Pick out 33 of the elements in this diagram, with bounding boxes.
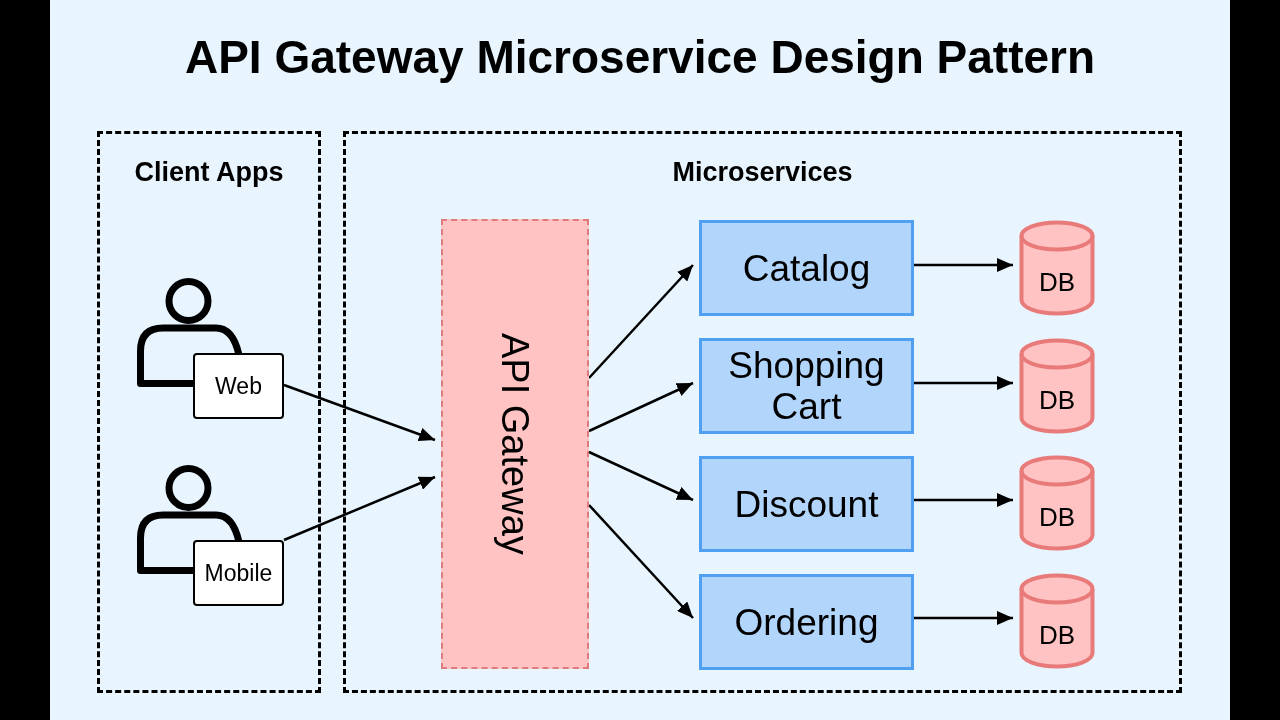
- dashed-group-frame: [97, 131, 321, 693]
- database-label: DB: [1038, 620, 1076, 650]
- database-label: DB: [1038, 267, 1076, 297]
- service-box: [699, 220, 914, 316]
- service-label: Discount: [734, 483, 879, 525]
- arrow: [283, 383, 436, 442]
- dashed-group-frame: [343, 131, 1182, 693]
- service-label: Catalog: [742, 247, 871, 289]
- arrow: [283, 475, 436, 542]
- arrow: [588, 381, 694, 433]
- arrow: [588, 450, 694, 502]
- database-label: DB: [1038, 385, 1076, 415]
- arrow: [914, 376, 1013, 390]
- group-heading: Client Apps: [134, 156, 284, 188]
- group-heading: Microservices: [672, 156, 853, 188]
- diagram-title: API Gateway Microservice Design Pattern: [184, 30, 1096, 85]
- client-app-label: Mobile: [204, 559, 273, 587]
- service-label: Shopping Cart: [727, 345, 886, 427]
- arrow: [914, 611, 1013, 625]
- client-app-box: [193, 353, 284, 419]
- service-box: [699, 456, 914, 552]
- arrow: [588, 264, 694, 379]
- database-label: DB: [1038, 502, 1076, 532]
- client-app-label: Web: [215, 372, 262, 400]
- service-label: Ordering: [734, 601, 879, 643]
- gateway-box: [441, 219, 589, 669]
- gateway-label: API Gateway: [493, 333, 537, 555]
- service-box: [699, 574, 914, 670]
- arrow: [914, 493, 1013, 507]
- arrow: [914, 258, 1013, 272]
- service-box: [699, 338, 914, 434]
- arrow: [588, 504, 694, 619]
- client-app-box: [193, 540, 284, 606]
